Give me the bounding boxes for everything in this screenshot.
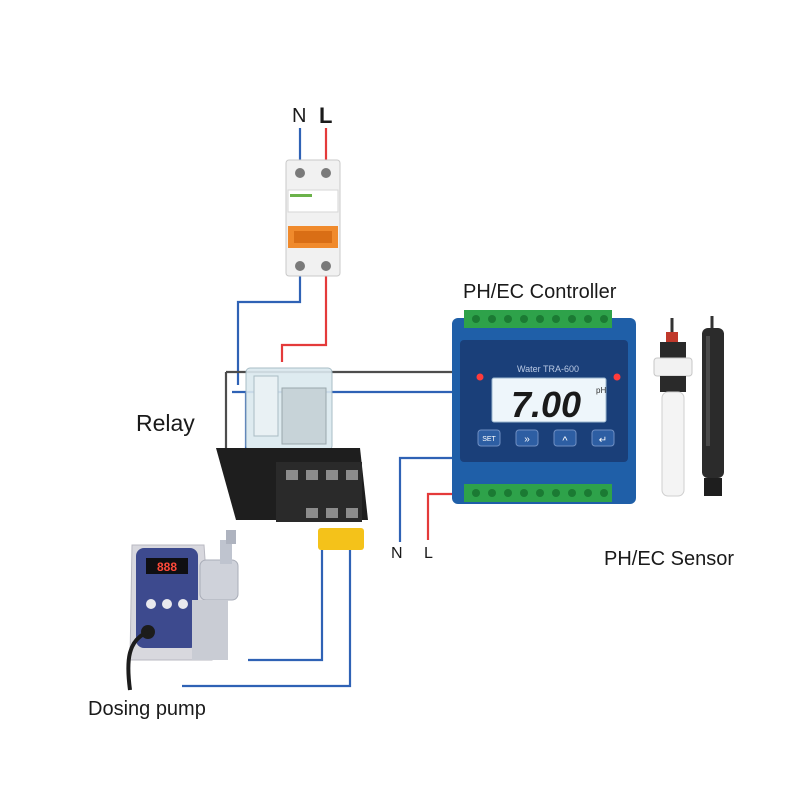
svg-text:^: ^ [562, 435, 568, 447]
controller-model: Water TRA-600 [517, 364, 579, 374]
relay-clip [318, 528, 364, 550]
sensor-label: PH/EC Sensor [604, 548, 735, 570]
controller-label: PH/EC Controller [463, 281, 617, 303]
ph-ec-sensor [653, 316, 724, 497]
wire-breaker-live-out [280, 275, 328, 362]
relay-label: Relay [136, 410, 195, 436]
svg-text:↵: ↵ [599, 435, 607, 446]
sensor-probe-black [702, 328, 724, 478]
pump-label: Dosing pump [88, 698, 206, 720]
dosing-pump: 888 [126, 530, 239, 691]
controller-led-right [613, 373, 621, 381]
controller-lcd [491, 377, 607, 423]
pump-display-value: 888 [157, 560, 177, 574]
breaker-terminal-top-right [321, 168, 331, 178]
controller-unit: pH [596, 386, 606, 395]
breaker-terminal-top-left [295, 168, 305, 178]
supply-neutral-label: N [292, 105, 307, 127]
wire-relay-pump-2 [182, 540, 352, 688]
wire-controller-neutral [398, 456, 456, 542]
controller-live-label: L [424, 545, 433, 562]
sensor-probe-white [661, 391, 685, 497]
wire-relay-pump-1 [248, 540, 324, 662]
controller-button-set[interactable]: SET [477, 429, 501, 447]
pump-display [146, 558, 188, 574]
controller-button-shift[interactable]: » [515, 429, 539, 447]
pump-button-2[interactable] [162, 599, 172, 609]
controller-reading: 7.00 [511, 384, 581, 425]
controller-button-up[interactable]: ^ [553, 429, 577, 447]
supply-live-label: L [319, 103, 333, 128]
pump-button-1[interactable] [146, 599, 156, 609]
relay [216, 367, 368, 550]
controller-button-enter[interactable]: ↵ [591, 429, 615, 447]
wire-breaker-neutral-out [236, 275, 302, 385]
pump-button-3[interactable] [178, 599, 188, 609]
breaker-terminal-bottom-left [295, 261, 305, 271]
controller-neutral-label: N [391, 545, 403, 562]
controller-led-left [476, 373, 484, 381]
circuit-breaker [285, 159, 341, 277]
breaker-terminal-bottom-right [321, 261, 331, 271]
pump-cable [126, 630, 149, 691]
svg-text:SET: SET [482, 436, 496, 443]
wire-controller-live [426, 492, 456, 540]
ph-ec-controller: Water TRA-600 7.00 pH SET » ^ ↵ [452, 310, 636, 504]
svg-text:»: » [524, 434, 530, 445]
